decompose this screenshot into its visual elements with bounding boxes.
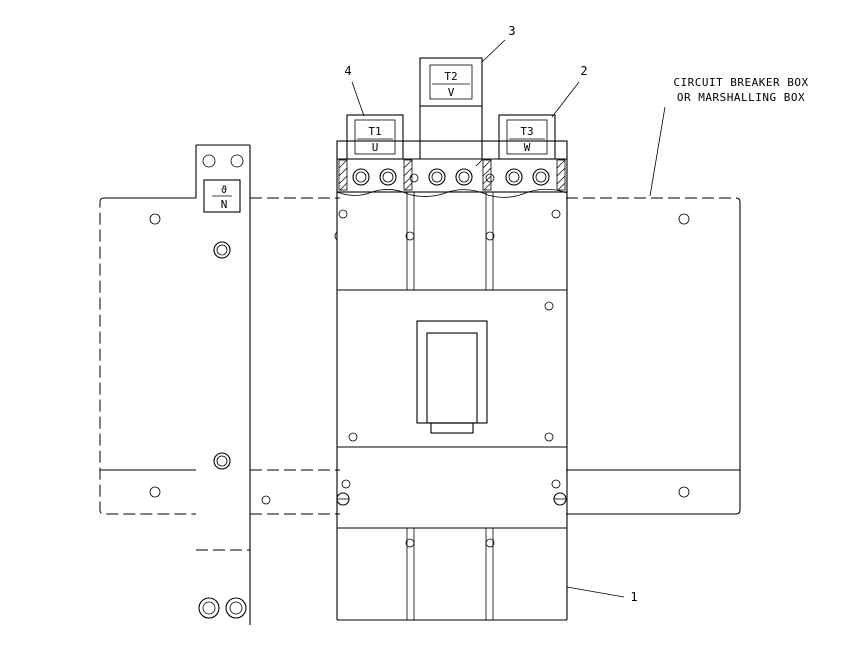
t1-top-text: T1 <box>368 125 381 138</box>
breaker-body <box>334 140 568 621</box>
terminal-t1-label: T1 U <box>346 114 404 160</box>
title-line-2: OR MARSHALLING BOX <box>677 91 805 104</box>
callout-2: 2 <box>580 64 587 78</box>
terminal-t2-label: T2 V <box>419 57 483 159</box>
callout-1: 1 <box>630 590 637 604</box>
neutral-top-text: ϑ <box>221 185 227 196</box>
t3-bottom-text: W <box>524 141 531 154</box>
t2-top-text: T2 <box>444 70 457 83</box>
callout-4: 4 <box>344 64 351 78</box>
title-line-1: CIRCUIT BREAKER BOX <box>673 76 808 89</box>
breaker-handle <box>416 320 488 434</box>
callout-leaders <box>351 39 666 598</box>
neutral-terminal-label: ϑ N <box>203 179 241 213</box>
callout-3: 3 <box>508 24 515 38</box>
t1-bottom-text: U <box>372 141 379 154</box>
enclosure-outline <box>99 197 741 515</box>
t3-top-text: T3 <box>520 125 533 138</box>
neutral-bottom-text: N <box>221 198 228 211</box>
t2-bottom-text: V <box>448 86 455 99</box>
terminal-t3-label: T3 W <box>498 114 556 160</box>
neutral-bar <box>195 144 251 625</box>
terminal-nuts <box>352 168 550 186</box>
